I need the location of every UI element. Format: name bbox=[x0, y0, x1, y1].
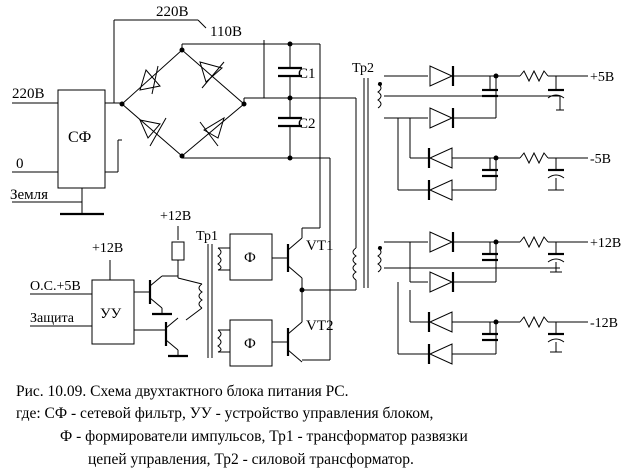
caption-line-1: Рис. 10.09. Схема двухтактного блока пит… bbox=[16, 383, 348, 400]
tr2-transformer bbox=[302, 78, 382, 291]
label-protection: Защита bbox=[30, 311, 75, 326]
label-out-m5: -5В bbox=[590, 152, 611, 167]
label-ground: Земля bbox=[10, 187, 48, 203]
caption-line-3: Ф - формирователи импульсов, Тр1 - транс… bbox=[60, 428, 468, 445]
label-out-p5: +5В bbox=[590, 70, 614, 85]
f1-block bbox=[229, 233, 273, 281]
label-vt1: VT1 bbox=[306, 238, 334, 254]
label-plus12-top: +12В bbox=[160, 209, 191, 224]
label-filter: СФ bbox=[68, 129, 91, 146]
figure-caption: Рис. 10.09. Схема двухтактного блока пит… bbox=[16, 383, 468, 468]
label-plus12-left: +12В bbox=[92, 241, 123, 256]
label-tr1: Тр1 bbox=[196, 229, 218, 244]
label-uu: УУ bbox=[100, 306, 122, 322]
label-f1: Ф bbox=[244, 250, 256, 266]
caption-line-4: цепей управления, Тр2 - силовой трансфор… bbox=[88, 451, 414, 468]
label-f2: Ф bbox=[244, 336, 256, 352]
control-unit bbox=[30, 260, 188, 358]
label-out-p12: +12В bbox=[590, 236, 621, 251]
diode-bridge bbox=[113, 19, 290, 159]
label-c1: С1 bbox=[298, 66, 316, 82]
uu-block bbox=[91, 279, 135, 345]
label-vt2: VT2 bbox=[306, 318, 334, 334]
label-os: О.С.+5В bbox=[30, 279, 81, 294]
schematic-labels: 220В 110В 220В 0 Земля СФ С1 С2 Тр2 Тр1 … bbox=[10, 4, 621, 352]
capacitor-bank bbox=[278, 41, 357, 361]
label-tr2: Тр2 bbox=[352, 61, 374, 76]
tr1-transformer bbox=[171, 226, 222, 358]
label-c2: С2 bbox=[298, 116, 316, 132]
label-110v: 110В bbox=[210, 24, 242, 40]
label-in-0: 0 bbox=[16, 156, 24, 172]
caption-line-2: где: СФ - сетевой фильтр, УУ - устройств… bbox=[16, 405, 433, 422]
f2-block bbox=[229, 319, 273, 367]
output-rectifiers bbox=[384, 65, 588, 365]
driver-section bbox=[218, 228, 305, 367]
label-in-220: 220В bbox=[12, 86, 45, 102]
mains-filter-section bbox=[12, 89, 122, 216]
label-out-m12: -12В bbox=[590, 316, 618, 331]
label-mains-top: 220В bbox=[156, 4, 189, 20]
